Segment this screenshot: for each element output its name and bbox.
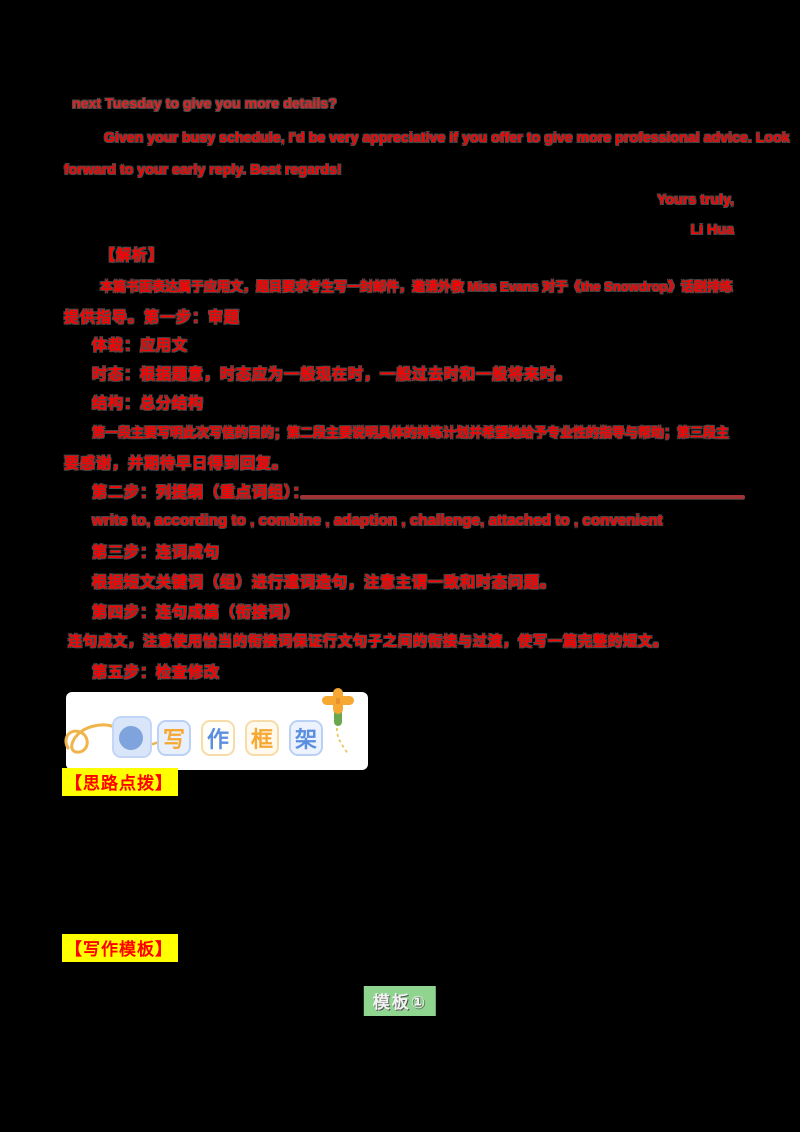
template-1-badge: 模板① [363,986,437,1016]
analysis-heading: 【解析】 [100,247,165,264]
analysis-step4: 第四步：连句成篇（衔接词） [92,604,301,621]
analysis-step4-note: 连句成文，注意使用恰当的衔接词保证行文句子之间的衔接与过渡，使写一篇完整的短文。 [68,633,668,649]
letter-line-1: next Tuesday to give you more details? [72,95,337,111]
flower-icon [322,688,354,755]
analysis-key-phrases: write to, according to , combine , adapt… [92,512,663,529]
yarn-ball-circle [119,726,143,750]
letter-closing: Yours truly, [657,191,734,207]
analysis-structure: 结构：总分结构 [92,395,205,412]
hints-section-label: 【思路点拨】 [62,768,178,796]
banner-tile-1: 写 [157,720,191,756]
template-section-label: 【写作模板】 [62,934,178,962]
letter-signature: Li Hua [690,221,734,237]
banner-char-4: 架 [294,728,317,753]
banner-char-2: 作 [206,728,229,753]
banner-tile-2: 作 [201,720,235,756]
analysis-tense: 时态：根据题意，时态应为一般现在时，一般过去时和一般将来时。 [92,366,573,383]
letter-line-3: forward to your early reply. Best regard… [64,161,342,177]
analysis-genre: 体裁：应用文 [92,337,189,354]
analysis-outline-line-2: 要感谢，并期待早日得到回复。 [64,455,289,472]
banner-tile-3: 框 [245,720,279,756]
banner-char-1: 写 [162,728,185,753]
section-divider-line [300,495,745,499]
banner-tile-4: 架 [289,720,323,756]
analysis-paragraph-line-2: 提供指导。第一步：审题 [64,309,241,326]
analysis-paragraph-line-1: 本篇书面表达属于应用文，题目要求考生写一封邮件，邀请外教 Miss Evans … [100,279,733,294]
analysis-step2: 第二步：列提纲（重点词组）： [92,484,309,501]
analysis-step3-note: 根据短文关键词（组）进行遣词造句，注意主谓一致和时态问题。 [92,574,557,591]
analysis-step5: 第五步：检查修改 [92,664,221,681]
analysis-outline-line-1: 第一段主要写明此次写信的目的；第二段主要说明具体的排练计划并希望她给予专业性的指… [92,425,730,440]
banner-char-3: 框 [250,728,273,753]
yarn-ball-icon [112,716,152,758]
analysis-step3: 第三步：连词成句 [92,544,221,561]
letter-line-2: Given your busy schedule, I'd be very ap… [104,129,790,145]
